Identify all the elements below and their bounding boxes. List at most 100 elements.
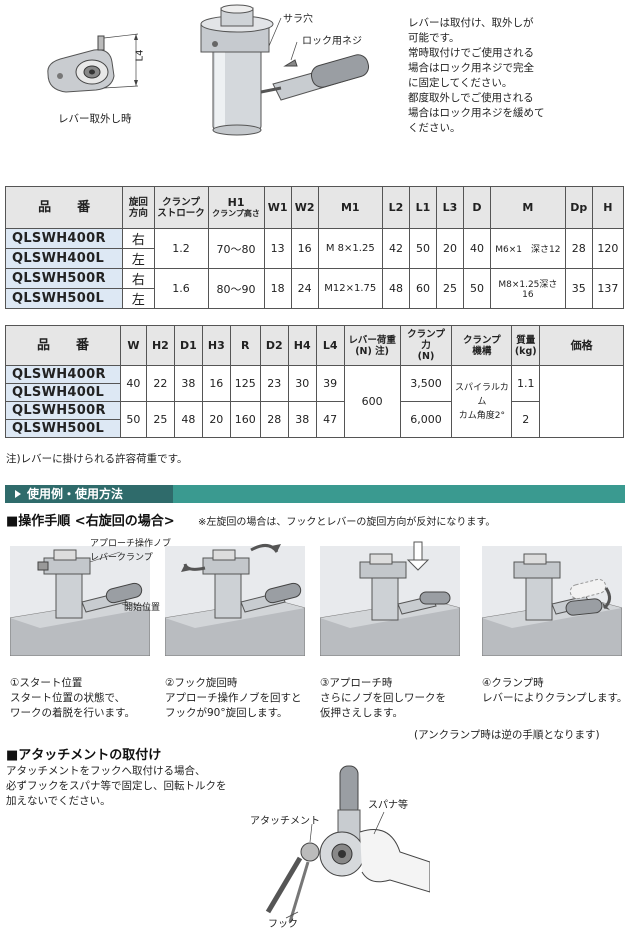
w2-cell: 24 (290, 268, 319, 309)
header-price: 価格 (539, 325, 624, 366)
attachment-figure (265, 765, 430, 923)
h2-cell: 22 (145, 365, 175, 402)
step-caption-3: ③アプローチ時 さらにノブを回しワークを 仮押さえします。 (320, 676, 446, 721)
m-cell: M8×1.25深さ16 (489, 268, 566, 309)
table-row: QLSWH500L (5, 419, 624, 438)
note-line: 場合はロック用ネジを緩めて (408, 107, 545, 119)
header-h3: H3 (201, 325, 231, 366)
header-l1: L1 (408, 186, 437, 229)
step-line: さらにノブを回しワークを (320, 692, 446, 704)
hook-label: フック (268, 919, 298, 930)
m-cell: M6×1 深さ12 (489, 228, 566, 269)
l2-cell: 48 (381, 268, 410, 309)
clamp-force-cell: 3,500 (399, 365, 453, 402)
model-cell: QLSWH400R (4, 228, 124, 249)
step-title: ①スタート位置 (10, 677, 83, 689)
model-cell: QLSWH400L (5, 383, 121, 402)
knob-label: アプローチ操作ノブ (90, 539, 172, 549)
l1-cell: 60 (408, 268, 437, 309)
header-w1: W1 (263, 186, 292, 229)
l3-cell: 25 (435, 268, 464, 309)
price-cell (539, 365, 624, 438)
clamp-with-lever-figure (200, 4, 370, 136)
header-dp: Dp (564, 186, 593, 229)
note-line: ください。 (408, 122, 461, 134)
r-cell: 160 (229, 401, 261, 438)
header-l3: L3 (435, 186, 464, 229)
step-line: ワークの着脱を行います。 (10, 707, 135, 719)
attachment-label: アタッチメント (250, 816, 320, 827)
note-line: レバーは取付け、取外しが (408, 17, 534, 29)
dp-cell: 28 (564, 228, 593, 269)
table-row: QLSWH400R 40 22 38 16 125 23 30 39 600 3… (5, 365, 624, 438)
mass-cell: 2 (511, 401, 541, 438)
clamp-mechanism-cell: スパイラルカム カム角度2° (451, 365, 513, 438)
l2-cell: 42 (381, 228, 410, 269)
l4-cell: 39 (315, 365, 345, 402)
step1-figure (10, 546, 150, 656)
lever-note: レバーは取付け、取外しが 可能です。 常時取付けでご使用される 場合はロック用ネ… (408, 16, 628, 136)
steps-title: ■操作手順 <右旋回の場合> (6, 514, 175, 529)
dimension-label-l4: L4 (134, 49, 146, 62)
unclamp-note: (アンクランプ時は逆の手順となります) (414, 729, 600, 741)
direction-cell: 右 (122, 228, 155, 249)
l4-cell: 47 (315, 401, 345, 438)
d2-cell: 28 (259, 401, 289, 438)
step-title: ②フック旋回時 (165, 677, 238, 689)
mass-cell: 1.1 (511, 365, 541, 402)
step-line: アプローチ操作ノブを回すと (165, 692, 302, 704)
lock-screw-label: ロック用ネジ (302, 36, 362, 47)
header-h: H (591, 186, 625, 229)
d-cell: 50 (462, 268, 491, 309)
l1-cell: 50 (408, 228, 437, 269)
section-rule (173, 485, 625, 503)
header-d: D (462, 186, 491, 229)
model-cell: QLSWH500R (4, 268, 124, 289)
l3-cell: 20 (435, 228, 464, 269)
h3-cell: 16 (201, 365, 231, 402)
spec-table-2: 品 番 W H2 D1 H3 R D2 H4 L4 レバー荷重 (N) 注) ク… (5, 325, 624, 438)
h-cell: 137 (591, 268, 625, 309)
m1-cell: M 8×1.25 (317, 228, 383, 269)
d-cell: 40 (462, 228, 491, 269)
header-m1: M1 (317, 186, 383, 229)
note-line: 可能です。 (408, 32, 460, 44)
h3-cell: 20 (201, 401, 231, 438)
header-h4: H4 (287, 325, 317, 366)
step3-figure (320, 541, 460, 656)
h-cell: 120 (591, 228, 625, 269)
header-m: M (489, 186, 566, 229)
step-line: レバーによりクランプします。 (482, 692, 628, 704)
header-w: W (119, 325, 147, 366)
w1-cell: 18 (263, 268, 292, 309)
header-r: R (229, 325, 261, 366)
countersink-hole-label: サラ穴 (283, 14, 313, 25)
lever-removed-caption: レバー取外し時 (58, 113, 132, 125)
model-cell: QLSWH500L (4, 288, 124, 309)
header-h2: H2 (145, 325, 175, 366)
d2-cell: 23 (259, 365, 289, 402)
header-w2: W2 (290, 186, 319, 229)
table-footnote: 注)レバーに掛けられる許容荷重です。 (6, 453, 188, 465)
w-cell: 40 (119, 365, 147, 402)
step-caption-2: ②フック旋回時 アプローチ操作ノブを回すと フックが90°旋回します。 (165, 676, 302, 721)
attachment-title: ■アタッチメントの取付け (6, 748, 162, 763)
header-l4: L4 (315, 325, 345, 366)
w2-cell: 16 (290, 228, 319, 269)
note-line: 常時取付けでご使用される (408, 47, 534, 59)
header-model: 品 番 (5, 325, 121, 366)
note-line: 都度取外しでご使用される (408, 92, 534, 104)
h2-cell: 25 (145, 401, 175, 438)
direction-cell: 左 (122, 288, 155, 309)
lever-load-cell: 600 (343, 365, 401, 438)
table-row: QLSWH400R 右 1.2 70〜80 13 16 M 8×1.25 42 … (4, 228, 625, 269)
w1-cell: 13 (263, 228, 292, 269)
stroke-cell: 1.2 (153, 228, 209, 269)
model-cell: QLSWH400R (5, 365, 121, 384)
h4-cell: 38 (287, 401, 317, 438)
header-clamp-mechanism: クランプ 機構 (451, 325, 513, 366)
header-clamp-force: クランプ力 (N) (399, 325, 453, 366)
section-header-usage: 使用例・使用方法 (5, 485, 625, 503)
m1-cell: M12×1.75 (317, 268, 383, 309)
lever-removed-figure (47, 33, 139, 93)
